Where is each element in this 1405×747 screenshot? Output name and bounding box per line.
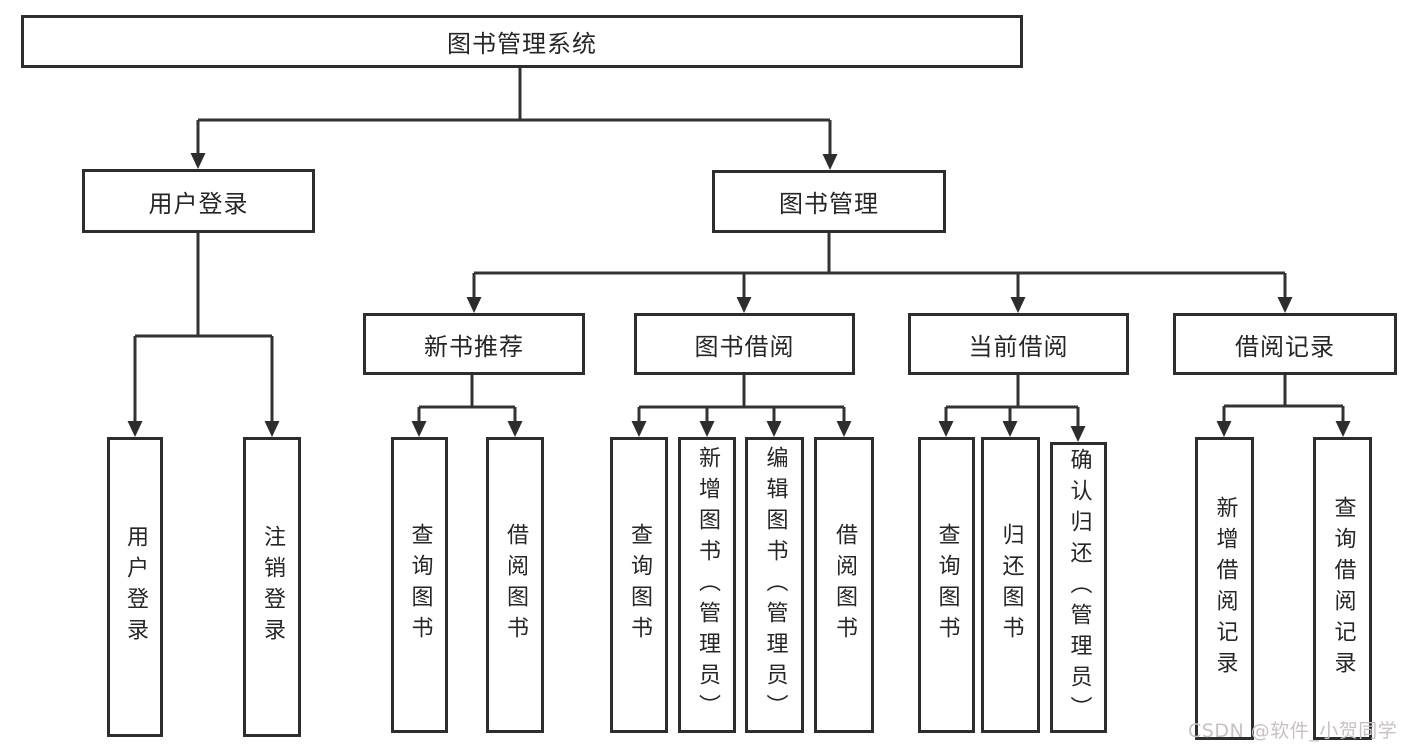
leaf-current-confirm-return: 确认归还（管理员） [1050, 442, 1107, 733]
leaf-newrec-query-books: 查询图书 [391, 437, 448, 733]
leaf-current-query-books: 查询图书 [918, 437, 975, 733]
connector-borrow-records-to-leaves [1216, 375, 1351, 437]
node-borrow-records: 借阅记录 [1173, 313, 1397, 375]
leaf-records-query-record-label: 查询借阅记录 [1330, 495, 1356, 682]
leaf-borrow-borrow-books: 借阅图书 [814, 437, 874, 733]
node-user-login: 用户登录 [82, 169, 315, 233]
leaf-current-confirm-return-label: 确认归还（管理员） [1066, 448, 1092, 727]
leaf-current-query-books-label: 查询图书 [934, 523, 960, 647]
connector-book-borrow-to-leaves [631, 375, 852, 437]
node-new-book-rec: 新书推荐 [363, 313, 585, 375]
node-new-book-rec-label: 新书推荐 [424, 332, 524, 361]
node-borrow-records-label: 借阅记录 [1235, 332, 1335, 361]
leaf-records-query-record: 查询借阅记录 [1313, 437, 1372, 740]
connector-root-to-level2 [190, 68, 838, 170]
node-current-borrow: 当前借阅 [908, 313, 1129, 375]
leaf-borrow-query-books-label: 查询图书 [627, 523, 652, 647]
leaf-records-add-record: 新增借阅记录 [1195, 437, 1254, 740]
leaf-borrow-query-books: 查询图书 [610, 437, 668, 733]
leaf-logout-label: 注销登录 [260, 525, 285, 649]
leaf-borrow-borrow-books-label: 借阅图书 [832, 523, 857, 647]
leaf-newrec-borrow-books-label: 借阅图书 [503, 523, 528, 647]
connector-current-borrow-to-leaves [938, 375, 1086, 442]
leaf-user-login-label: 用户登录 [123, 525, 148, 649]
connector-book-mgmt-to-level3 [466, 233, 1293, 313]
leaf-records-add-record-label: 新增借阅记录 [1212, 495, 1238, 682]
node-root-label: 图书管理系统 [447, 30, 597, 58]
leaf-logout: 注销登录 [243, 437, 301, 737]
leaf-borrow-add-books-label: 新增图书（管理员） [695, 445, 720, 725]
leaf-borrow-edit-books: 编辑图书（管理员） [745, 437, 804, 733]
node-current-borrow-label: 当前借阅 [968, 332, 1069, 361]
leaf-current-return-books-label: 归还图书 [998, 523, 1024, 647]
leaf-newrec-borrow-books: 借阅图书 [486, 437, 544, 733]
node-book-mgmt-label: 图书管理 [779, 190, 879, 218]
leaf-borrow-add-books: 新增图书（管理员） [678, 437, 736, 733]
node-root: 图书管理系统 [21, 15, 1023, 68]
csdn-watermark: CSDN @软件_小贺同学 [1188, 720, 1398, 742]
connector-new-book-rec-to-leaves [411, 375, 523, 437]
node-book-borrow: 图书借阅 [634, 313, 855, 375]
leaf-current-return-books: 归还图书 [981, 437, 1040, 733]
node-user-login-label: 用户登录 [148, 189, 249, 218]
connector-user-login-to-leaves [127, 233, 280, 437]
leaf-borrow-edit-books-label: 编辑图书（管理员） [762, 445, 788, 725]
node-book-borrow-label: 图书借阅 [694, 332, 795, 361]
leaf-user-login: 用户登录 [107, 437, 163, 737]
node-book-mgmt: 图书管理 [712, 170, 946, 233]
leaf-newrec-query-books-label: 查询图书 [407, 523, 433, 647]
